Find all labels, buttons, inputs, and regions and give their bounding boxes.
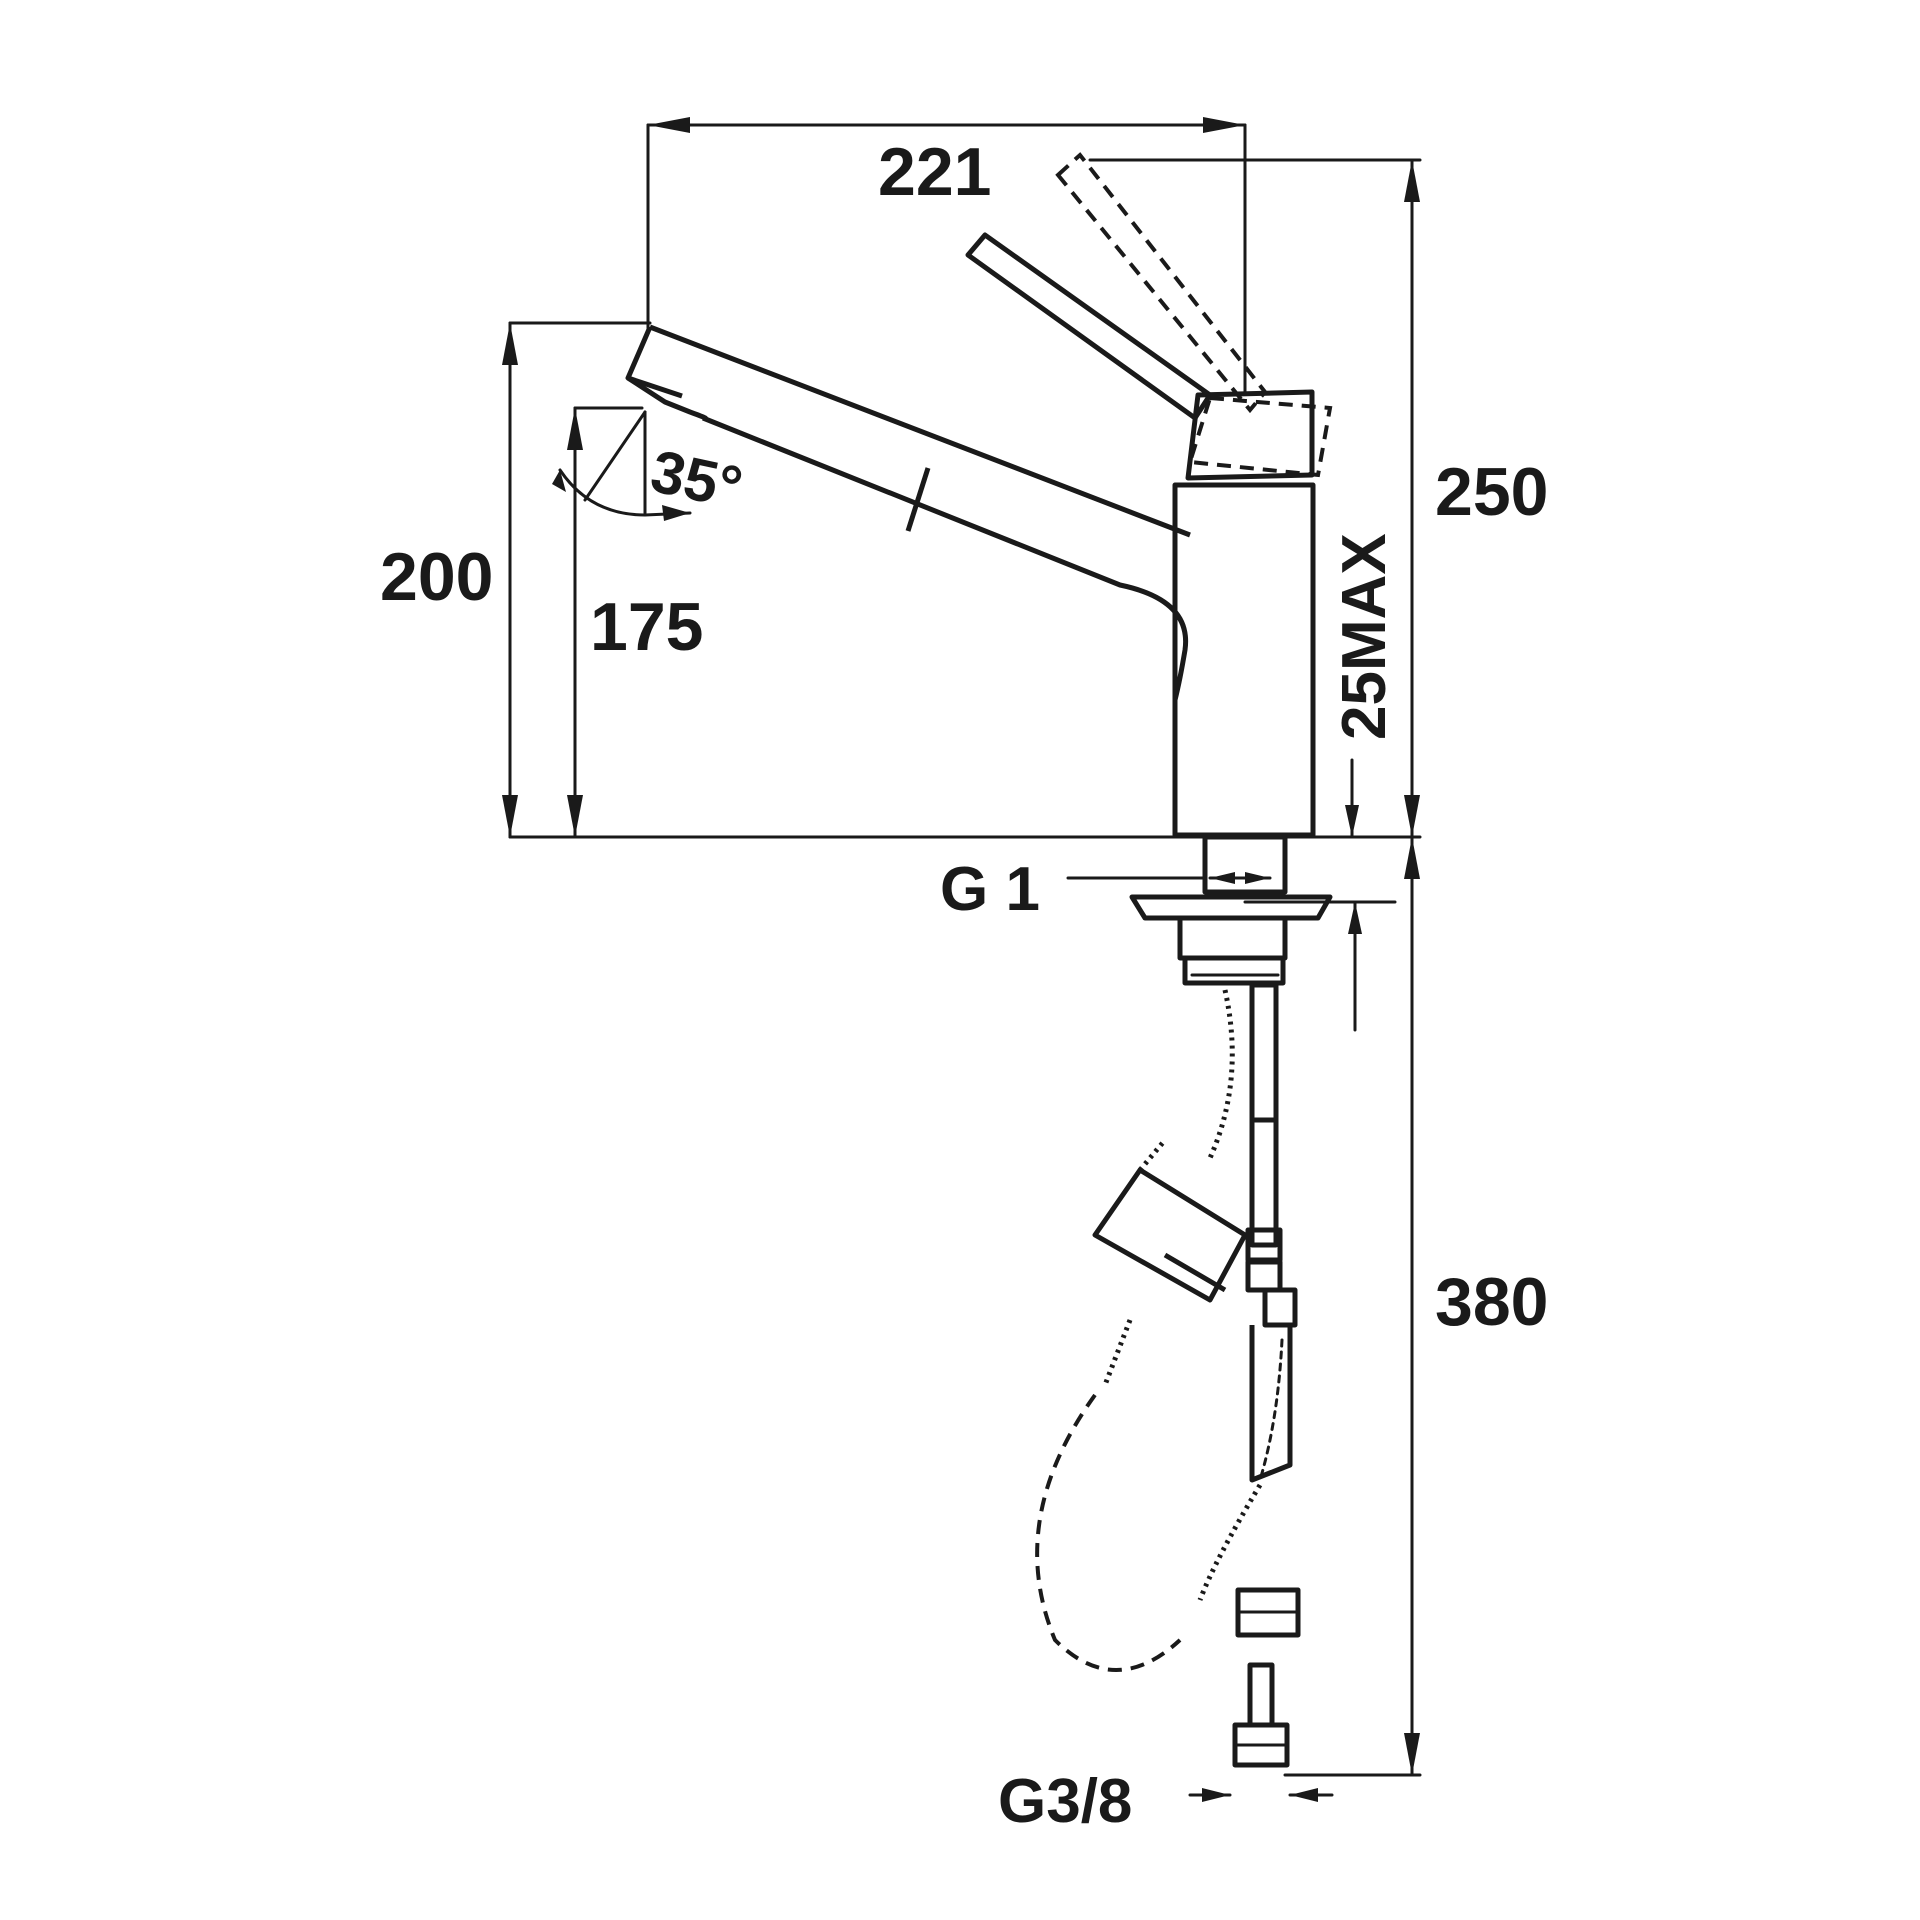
dim-height-spout-label: 200 bbox=[380, 539, 493, 615]
dim-height-outlet-label: 175 bbox=[590, 589, 703, 665]
mounting-hardware bbox=[1035, 834, 1333, 1768]
thread-inlet-label: G3/8 bbox=[998, 1767, 1132, 1836]
dim-angle-label: 35° bbox=[645, 437, 748, 521]
dim-height-total-label: 250 bbox=[1435, 454, 1548, 530]
dim-deck-max-label: 25MAX bbox=[1330, 533, 1399, 740]
dim-below-length-label: 380 bbox=[1435, 1264, 1548, 1340]
thread-main-label: G 1 bbox=[940, 855, 1040, 924]
dim-width-top-label: 221 bbox=[878, 134, 991, 210]
